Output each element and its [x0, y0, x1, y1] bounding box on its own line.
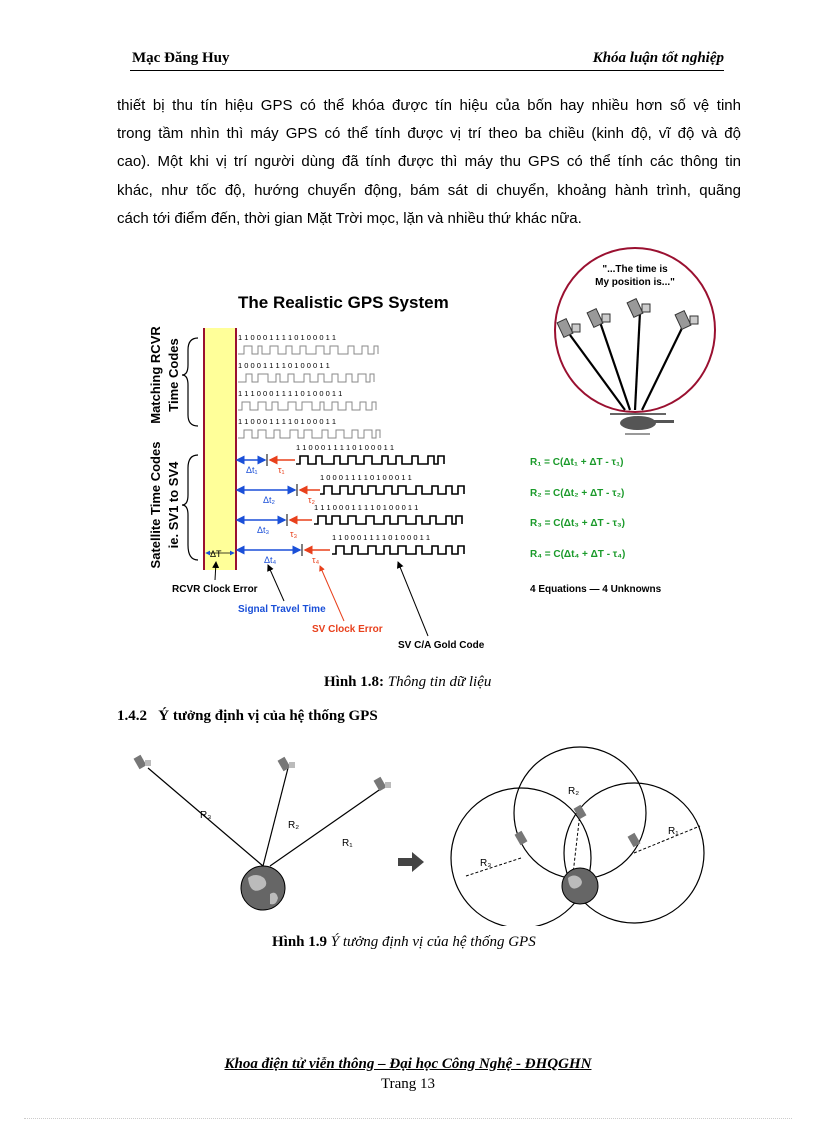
tau-label: τ₁	[278, 465, 285, 475]
body-line: khác, như tốc độ, hướng chuyển động, bám…	[117, 181, 741, 199]
tau-label: τ₃	[290, 529, 298, 539]
label-signal-travel-time: Signal Travel Time	[238, 604, 326, 615]
equation: R₄ = C(Δt₄ + ΔT - τ₄)	[530, 549, 625, 560]
body-line: cách tới điểm đến, thời gian Mặt Trời mọ…	[117, 209, 582, 227]
page-footer: Khoa điện tử viễn thông – Đại học Công N…	[0, 1056, 816, 1093]
satellite-icon	[133, 754, 151, 770]
satellite-icon	[514, 830, 528, 846]
page-number: Trang 13	[380, 1076, 436, 1092]
satellite-icon	[277, 756, 295, 772]
range-label: R₁	[668, 826, 679, 837]
section-number: 1.4.2	[117, 708, 147, 724]
body-line: thiết bị thu tín hiệu GPS có thể khóa đư…	[117, 97, 741, 114]
brace-matching	[181, 337, 199, 427]
figure-title: The Realistic GPS System	[238, 293, 449, 312]
bit-row: 1 1 0 0 0 1 1 1 1 0 1 0 0 0 1 1	[238, 417, 336, 426]
satellite-row-4: Δt₄ τ₄ 1 1 0 0 0 1 1 1 1 0 1 0 0 0 1 1	[235, 533, 465, 565]
caption-text: Ý tưởng định vị của hệ thống GPS	[330, 934, 536, 950]
label-sv1-sv4: ie. SV1 to SV4	[166, 461, 181, 548]
footer-department: Khoa điện tử viễn thông – Đại học Công N…	[224, 1056, 592, 1072]
tau-label: τ₄	[312, 555, 320, 565]
caption-text: Thông tin dữ liệu	[387, 674, 492, 690]
satellite-icon	[556, 317, 581, 339]
equation: R₁ = C(Δt₁ + ΔT - τ₁)	[530, 457, 623, 468]
tau-label: τ₂	[308, 495, 316, 505]
bit-row: 1 0 0 0 1 1 1 1 0 1 0 0 0 1 1	[238, 361, 330, 370]
figure-caption-2: Hình 1.9 Ý tưởng định vị của hệ thống GP…	[272, 934, 536, 951]
gps-system-figure: The Realistic GPS System Matching RCVR T…	[148, 247, 716, 651]
positioning-idea-figure: R₃ R₂ R₁ R₂ R₃ R₁	[133, 746, 705, 926]
bit-row: 1 1 0 0 0 1 1 1 1 0 1 0 0 0 1 1	[332, 533, 430, 542]
satellite-circle: "...The time is My position is..."	[554, 247, 716, 435]
satellite-row-2: Δt₂ τ₂ 1 0 0 0 1 1 1 1 0 1 0 0 0 1 1	[235, 473, 465, 505]
label-sv-clock-error: SV Clock Error	[312, 624, 383, 635]
dt-label: Δt₁	[246, 465, 258, 475]
quote-line-2: My position is..."	[595, 277, 675, 288]
brace-satellite	[181, 454, 199, 561]
earth-icon	[561, 867, 599, 905]
section-title: Ý tưởng định vị của hệ thống GPS	[158, 708, 378, 724]
equation-summary: 4 Equations — 4 Unknowns	[530, 584, 662, 595]
matching-code-rows: 1 1 0 0 0 1 1 1 1 0 1 0 0 0 1 1 1 0 0 0 …	[238, 333, 381, 439]
earth-icon	[240, 865, 286, 911]
label-delta-T: ΔT	[210, 549, 222, 559]
body-line: cao). Một khi vị trí người dùng đã tính …	[117, 153, 741, 171]
body-line: trong tầm nhìn thì máy GPS có thể tính đ…	[117, 125, 741, 143]
intersecting-circles-diagram: R₂ R₃ R₁	[450, 746, 705, 926]
range-equations: R₁ = C(Δt₁ + ΔT - τ₁) R₂ = C(Δt₂ + ΔT - …	[530, 457, 662, 595]
range-label: R₃	[480, 858, 491, 869]
range-label: R₃	[200, 810, 211, 821]
figure-caption-1: Hình 1.8: Thông tin dữ liệu	[324, 674, 491, 691]
satellite-row-1: Δt₁ τ₁ 1 1 0 0 0 1 1 1 1 0 1 0 0 0 1 1	[235, 443, 445, 475]
satellite-icon	[626, 297, 651, 319]
arrow-right-icon	[398, 852, 424, 872]
section-heading: 1.4.2 Ý tưởng định vị của hệ thống GPS	[117, 708, 378, 725]
bit-row: 1 1 1 0 0 0 1 1 1 1 0 1 0 0 0 1 1	[314, 503, 418, 512]
label-satellite-time-codes: Satellite Time Codes	[148, 442, 163, 569]
header-author: Mạc Đăng Huy	[132, 50, 230, 66]
satellite-icon	[373, 776, 391, 792]
label-matching-rcvr: Matching RCVR	[148, 326, 163, 424]
bit-row: 1 1 1 0 0 0 1 1 1 1 0 1 0 0 0 1 1	[238, 389, 342, 398]
satellite-icon	[586, 307, 611, 329]
range-label: R₂	[568, 786, 579, 797]
dt-label: Δt₄	[264, 555, 277, 565]
helicopter-icon	[610, 413, 674, 435]
dt-label: Δt₂	[263, 495, 276, 505]
bit-row: 1 0 0 0 1 1 1 1 0 1 0 0 0 1 1	[320, 473, 412, 482]
dt-label: Δt₃	[257, 525, 270, 535]
header-doc-type: Khóa luận tốt nghiệp	[592, 50, 724, 66]
satellite-icon	[627, 832, 641, 848]
body-paragraph: thiết bị thu tín hiệu GPS có thể khóa đư…	[117, 92, 741, 233]
caption-label: Hình 1.8:	[324, 674, 385, 690]
label-rcvr-clock-error: RCVR Clock Error	[172, 584, 258, 595]
equation: R₂ = C(Δt₂ + ΔT - τ₂)	[530, 488, 624, 499]
caption-label: Hình 1.9	[272, 934, 328, 950]
bit-row: 1 1 0 0 0 1 1 1 1 0 1 0 0 0 1 1	[296, 443, 394, 452]
label-time-codes: Time Codes	[166, 338, 181, 411]
satellite-row-3: Δt₃ τ₃ 1 1 1 0 0 0 1 1 1 1 0 1 0 0 0 1 1	[235, 503, 463, 539]
range-label: R₂	[288, 820, 299, 831]
quote-line-1: "...The time is	[602, 264, 668, 275]
bit-row: 1 1 0 0 0 1 1 1 1 0 1 0 0 0 1 1	[238, 333, 336, 342]
label-gold-code: SV C/A Gold Code	[398, 640, 485, 651]
page-bottom-rule	[24, 1118, 792, 1119]
clock-error-band	[204, 328, 236, 570]
equation: R₃ = C(Δt₃ + ΔT - τ₃)	[530, 518, 625, 529]
satellite-icon	[674, 309, 699, 331]
page-header: Mạc Đăng Huy Khóa luận tốt nghiệp	[130, 48, 724, 71]
range-label: R₁	[342, 838, 353, 849]
triangulation-diagram: R₃ R₂ R₁	[133, 754, 391, 911]
satellite-icon	[573, 804, 587, 820]
